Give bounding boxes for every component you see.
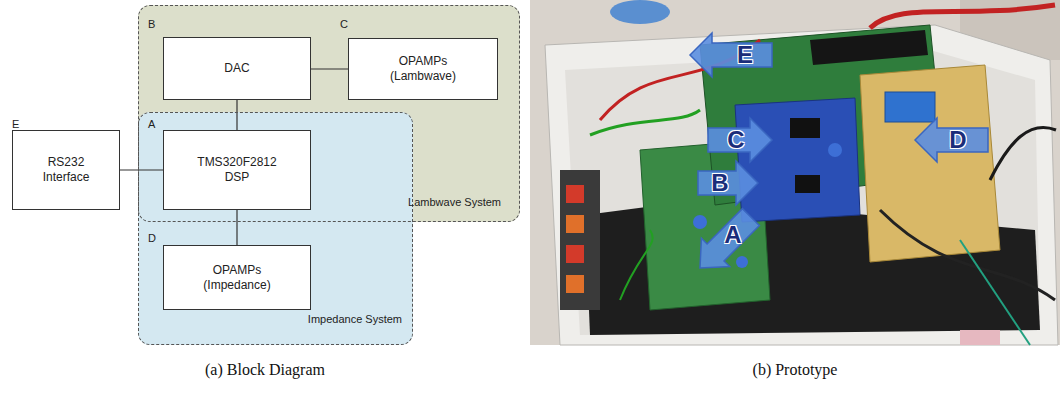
box-label: OPAMPs (Lambwave) — [378, 54, 468, 84]
callout-arrow — [708, 118, 772, 162]
wire — [590, 110, 700, 135]
box-label: TMS320F2812 DSP — [192, 155, 282, 185]
tape-roll — [610, 0, 670, 24]
connector-line — [236, 100, 237, 130]
terminal — [566, 245, 584, 263]
terminal — [566, 275, 584, 293]
callout-arrow — [698, 161, 758, 205]
callout-letter: B — [711, 169, 728, 197]
dac-board — [735, 98, 860, 222]
box-label: RS232 Interface — [31, 155, 101, 185]
callout-letter: E — [737, 41, 753, 69]
callout-letter: D — [949, 126, 966, 154]
region-label: Lambwave System — [408, 196, 501, 209]
component-box: ERS232 Interface — [12, 130, 120, 210]
callout-arrow — [915, 118, 988, 162]
terminal — [566, 215, 584, 233]
cable — [870, 5, 1055, 28]
box-label: DAC — [224, 61, 249, 76]
perfboard — [860, 65, 1000, 262]
enclosure — [545, 25, 1058, 345]
wire — [960, 240, 1030, 345]
pad — [960, 330, 1000, 345]
callout-letter: E — [12, 118, 19, 131]
component-box: ATMS320F2812 DSP — [163, 130, 311, 210]
box-label: OPAMPs (Impedance) — [192, 263, 282, 293]
subfigure-caption: (a) Block Diagram — [205, 361, 325, 379]
callout-arrows — [686, 33, 988, 282]
callout-letter: A — [724, 221, 741, 249]
callout-letter: A — [148, 118, 155, 131]
connector-line — [236, 210, 237, 245]
terminal-panel — [560, 170, 600, 310]
callout-arrow — [690, 33, 772, 77]
callout-letter: C — [727, 126, 744, 154]
capacitor — [693, 215, 707, 229]
component-box: DOPAMPs (Impedance) — [163, 245, 311, 310]
header-connector — [810, 30, 928, 65]
trimmer — [885, 92, 935, 122]
callout-letter: B — [148, 18, 155, 31]
region-fill — [138, 112, 413, 345]
region-label: Impedance System — [308, 313, 402, 326]
wire — [990, 127, 1056, 180]
capacitor — [828, 143, 842, 157]
subfigure-caption: (b) Prototype — [753, 361, 838, 379]
callout-letter: C — [340, 18, 348, 31]
wire — [880, 210, 1055, 300]
chip — [790, 118, 820, 138]
connector-line — [120, 169, 163, 170]
component-box: BDAC — [163, 37, 311, 100]
callout-arrow — [686, 203, 765, 282]
photo-ground — [530, 0, 1060, 345]
callout-letter: D — [148, 232, 156, 245]
terminal — [566, 185, 584, 203]
component-box: COPAMPs (Lambwave) — [348, 38, 498, 100]
connector-line — [311, 68, 348, 69]
wire — [620, 230, 653, 300]
system-region: Impedance SystemATMS320F2812 DSPDOPAMPs … — [138, 112, 413, 345]
capacitor — [736, 256, 748, 268]
chip — [795, 175, 820, 193]
